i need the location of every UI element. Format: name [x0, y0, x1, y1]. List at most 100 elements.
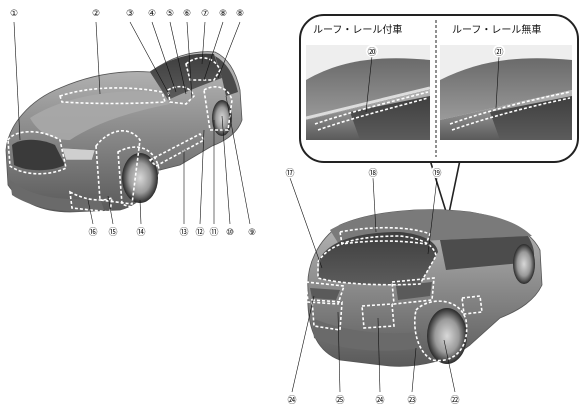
callout-c6: ⑥ — [180, 5, 194, 19]
callout-label: ⑬ — [179, 227, 188, 238]
callout-label: ④ — [148, 9, 156, 19]
callout-label: ㉔ — [287, 395, 296, 406]
callout-label: ① — [10, 9, 18, 19]
front-car-illustration — [5, 51, 243, 213]
callout-label: ⑭ — [136, 227, 145, 238]
highlight-license-plate — [361, 303, 395, 329]
inset-label-without-rail: ルーフ・レール無車 — [452, 23, 541, 36]
front-car-side-window — [215, 56, 238, 96]
callout-c5: ⑤ — [163, 5, 177, 19]
callout-c24b: ㉔ — [373, 392, 387, 406]
callout-bg — [123, 5, 137, 19]
callout-label: ⑩ — [226, 228, 234, 238]
front-car-grille — [12, 139, 65, 171]
callout-label: ⑱ — [368, 168, 377, 179]
callout-bg — [106, 224, 120, 238]
callout-c10: ⑩ — [223, 224, 237, 238]
callout-label: ⑯ — [88, 227, 97, 238]
callout-c18: ⑱ — [366, 165, 380, 179]
callout-label: ⑳ — [367, 47, 376, 58]
callout-c8a: ⑧ — [216, 5, 230, 19]
front-car-highlights — [7, 57, 233, 213]
callout-label: ⑥ — [183, 9, 191, 19]
callout-label: ⑮ — [108, 227, 117, 238]
callout-bg — [333, 392, 347, 406]
callout-label: ㉑ — [494, 47, 503, 58]
callout-label: ⑦ — [201, 9, 209, 19]
callout-c24a: ㉔ — [285, 392, 299, 406]
callout-label: ⑨ — [248, 228, 256, 238]
highlight-sill — [148, 132, 206, 167]
callout-c3: ③ — [123, 5, 137, 19]
callout-bg — [198, 5, 212, 19]
callout-c21: ㉑ — [492, 44, 506, 58]
callout-bg — [283, 165, 297, 179]
callout-bg — [134, 224, 148, 238]
rear-car-rear-wheel — [427, 308, 467, 364]
callout-c20: ⑳ — [365, 44, 379, 58]
callout-c22: ㉒ — [448, 392, 462, 406]
callout-bg — [405, 392, 419, 406]
highlight-front-wheel — [117, 146, 161, 208]
callout-c13: ⑬ — [177, 224, 191, 238]
rear-car-tail-light-left — [310, 288, 340, 300]
callout-bg — [177, 224, 191, 238]
inset-right-image — [440, 45, 572, 140]
callout-c7: ⑦ — [198, 5, 212, 19]
front-car-headlight — [61, 147, 96, 161]
callout-bg — [86, 224, 100, 238]
highlight-rear-window — [317, 235, 437, 286]
callout-label: ⑫ — [195, 227, 204, 238]
callout-bg — [285, 392, 299, 406]
callout-bg — [180, 5, 194, 19]
callout-bg — [245, 224, 259, 238]
callout-bg — [7, 5, 21, 19]
front-car-windshield — [150, 53, 222, 100]
highlight-hood — [58, 87, 167, 105]
highlight-rear-door — [203, 86, 233, 131]
callout-c19: ⑲ — [430, 165, 444, 179]
callout-label: ㉕ — [335, 395, 344, 406]
callout-bg — [430, 165, 444, 179]
callout-bg — [365, 44, 379, 58]
highlight-rear-combination-lamp — [305, 281, 346, 305]
callout-c2: ② — [89, 5, 103, 19]
callout-c8b: ⑧ — [233, 5, 247, 19]
callout-bg — [163, 5, 177, 19]
callout-label: ㉒ — [450, 395, 459, 406]
callout-c23: ㉓ — [405, 392, 419, 406]
highlight-fuel-door — [461, 295, 483, 315]
rear-car-front-wheel — [513, 244, 535, 284]
front-car-hood — [30, 91, 170, 140]
callout-label: ㉓ — [407, 395, 416, 406]
callout-label: ㉔ — [375, 395, 384, 406]
highlight-headlight — [7, 130, 67, 175]
callout-c11: ⑪ — [207, 224, 221, 238]
callout-bg — [233, 5, 247, 19]
callout-c1: ① — [7, 5, 21, 19]
callout-c25: ㉕ — [333, 392, 347, 406]
callout-bg — [223, 224, 237, 238]
callout-bg — [145, 5, 159, 19]
inset-label-with-rail: ルーフ・レール付車 — [313, 23, 402, 36]
rear-car-highlights — [305, 226, 483, 362]
callout-c14: ⑭ — [134, 224, 148, 238]
callout-c4: ④ — [145, 5, 159, 19]
highlight-front-fender — [95, 130, 141, 205]
callout-label: ⑤ — [166, 9, 174, 19]
rear-car-bumper — [312, 318, 422, 351]
callout-c9: ⑨ — [245, 224, 259, 238]
callout-bg — [207, 224, 221, 238]
rear-car-side-window — [440, 236, 535, 270]
front-car-bumper — [10, 180, 104, 212]
rear-car-illustration — [307, 209, 543, 367]
inset-left-image — [306, 45, 430, 140]
callout-c16: ⑯ — [86, 224, 100, 238]
rear-car-tail-light-right — [396, 282, 432, 300]
callout-bg — [373, 392, 387, 406]
highlight-rear-bumper — [311, 299, 343, 331]
highlight-door-mirror — [167, 85, 195, 105]
callout-label: ⑰ — [285, 168, 294, 179]
